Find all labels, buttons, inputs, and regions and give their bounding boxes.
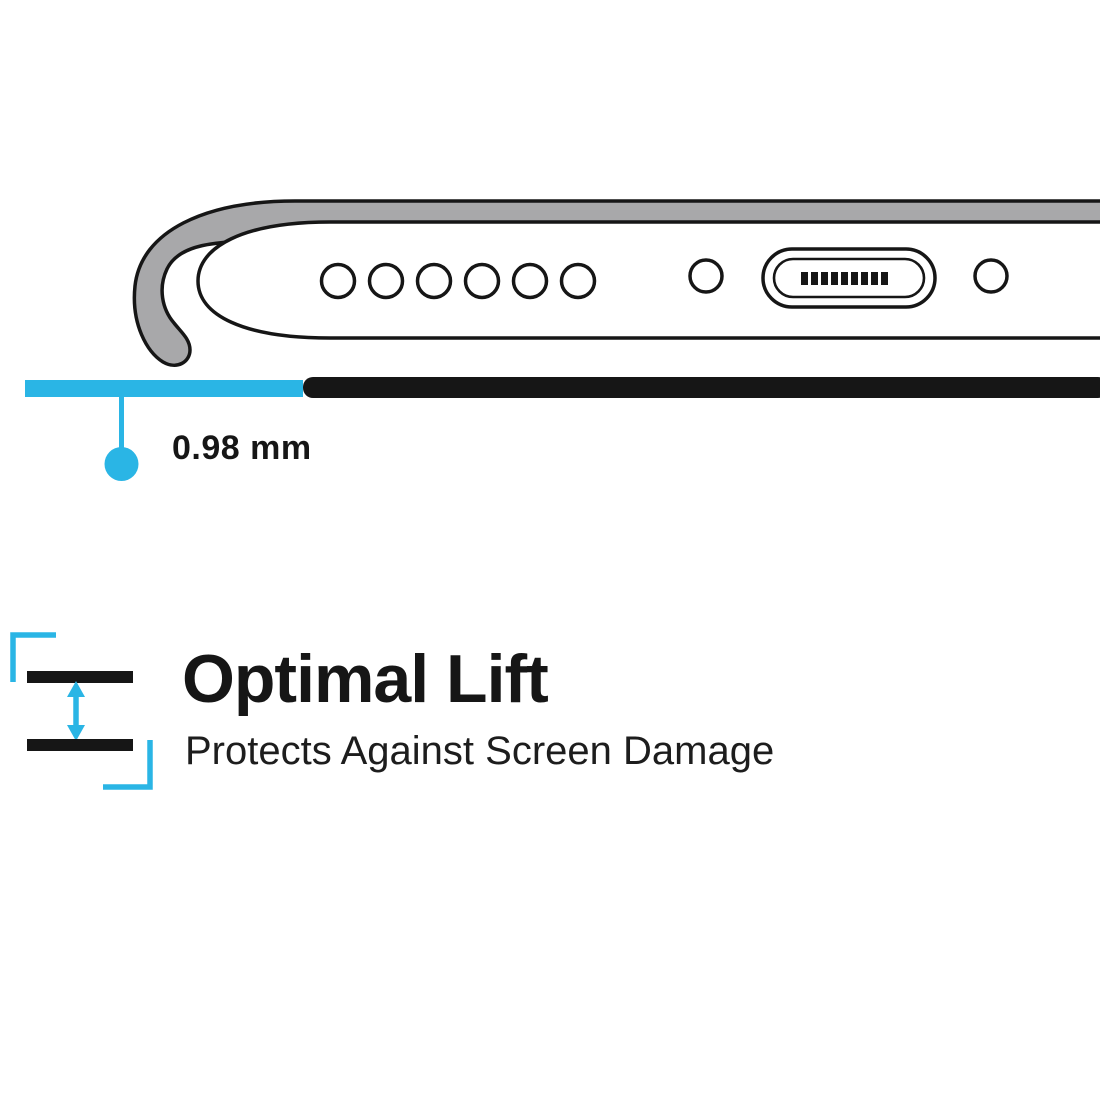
screw-hole [973,258,1009,294]
bracket-bottom-right [103,740,153,790]
speaker-hole [367,262,405,300]
feature-subtitle: Protects Against Screen Damage [185,729,775,773]
speaker-hole [319,262,357,300]
double-arrow-icon [67,681,85,741]
screw-hole [688,258,724,294]
speaker-hole [463,262,501,300]
surface-bar [303,377,1100,398]
upper-bar [27,671,133,683]
speaker-hole [511,262,549,300]
feature-title: Optimal Lift [182,641,549,717]
measurement-leader-line [119,396,124,449]
lift-highlight-bar [25,380,303,397]
lift-gap-icon [10,632,153,790]
phone-bottom-illustration [25,199,1100,481]
speaker-hole [559,262,597,300]
measurement-dot [104,447,139,481]
measurement-label: 0.98 mm [172,429,312,467]
lower-bar [27,739,133,751]
speaker-hole [415,262,453,300]
bracket-top-left [10,632,56,682]
charging-port [761,247,937,309]
